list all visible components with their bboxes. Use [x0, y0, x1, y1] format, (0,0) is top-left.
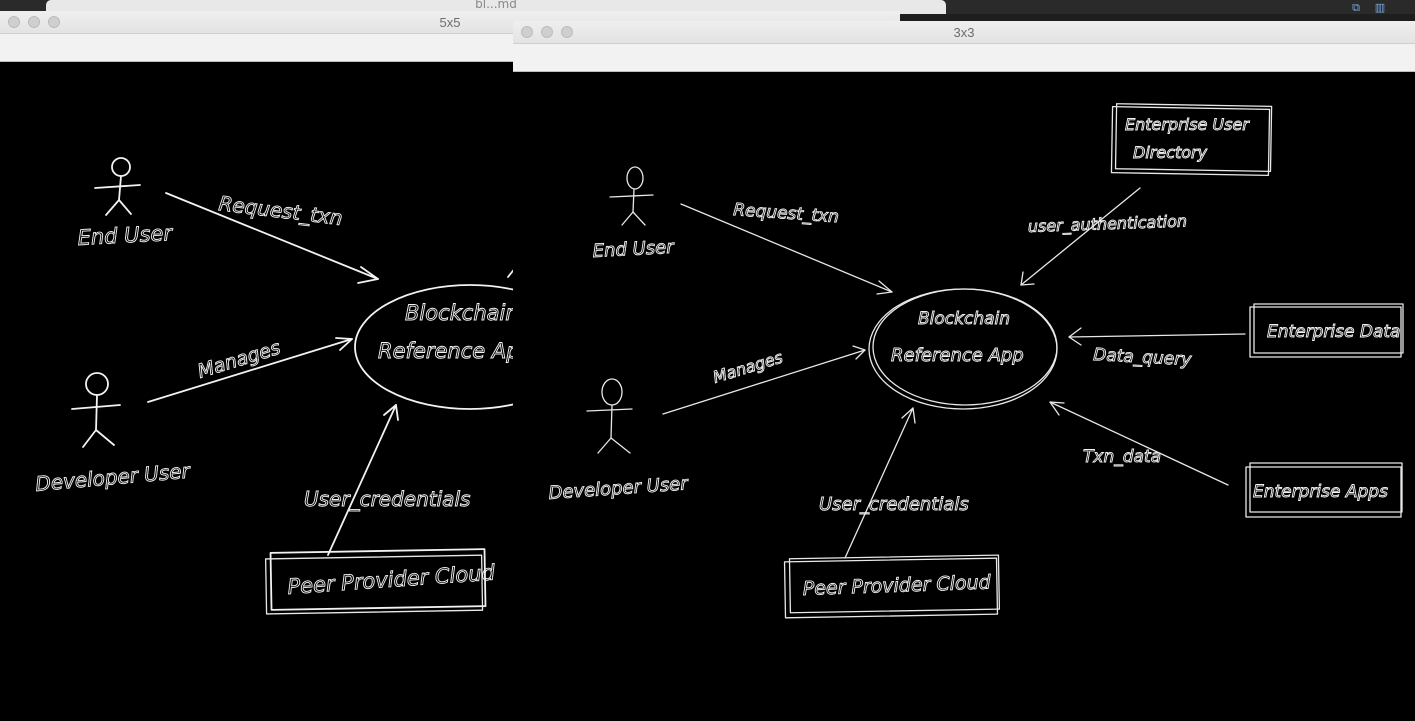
- developer-user-figure: [586, 378, 633, 454]
- enterprise-data-label: Enterprise Data: [1267, 322, 1400, 342]
- request-arrow: [680, 203, 893, 293]
- window-title: 3x3: [953, 25, 975, 40]
- credentials-arrow: [327, 404, 397, 556]
- enterprise-apps-box: [1245, 466, 1402, 518]
- title-bar[interactable]: 3x3: [513, 21, 1415, 44]
- end-user-label: End User: [77, 221, 174, 250]
- window-title: 5x5: [439, 15, 461, 30]
- user-credentials-label: User_credentials: [819, 494, 969, 515]
- close-button[interactable]: [521, 26, 533, 38]
- minimize-button[interactable]: [541, 26, 553, 38]
- enterprise-user-directory-box: [1110, 105, 1271, 177]
- minimize-button[interactable]: [28, 16, 40, 28]
- toolbar: [513, 44, 1415, 72]
- split-view-icon[interactable]: ▥: [1374, 1, 1386, 14]
- peer-provider-cloud-box: [269, 548, 487, 611]
- window-3x3[interactable]: 3x3 Enterprise User Directory user_authe…: [513, 21, 1415, 721]
- request-txn-label: Request_txn: [733, 200, 840, 227]
- manages-label: Manages: [711, 348, 785, 387]
- background-window[interactable]: bl...md: [46, 0, 946, 14]
- enterprise-apps-label: Enterprise Apps: [1253, 482, 1388, 502]
- user-authentication-label: user_authentication: [1027, 211, 1187, 237]
- developer-user-figure: [71, 372, 121, 448]
- zoom-button[interactable]: [48, 16, 60, 28]
- request-arrow: [165, 192, 379, 280]
- end-user-figure: [94, 157, 141, 216]
- peer-provider-cloud-box: [783, 557, 999, 619]
- peer-provider-cloud-label: Peer Provider Cloud: [287, 561, 497, 599]
- end-user-label: End User: [592, 237, 676, 262]
- manages-arrow: [662, 349, 866, 415]
- credentials-arrow: [844, 407, 914, 559]
- app-label-line2: Reference App: [891, 345, 1024, 366]
- data-query-label: Data_query: [1093, 345, 1193, 370]
- user-credentials-label: User_credentials: [304, 487, 470, 511]
- authentication-arrow: [1020, 187, 1141, 286]
- share-icon[interactable]: ⧉: [1352, 1, 1360, 14]
- desktop-top-bar: bl...md ⧉ ▥: [0, 0, 1415, 14]
- data-query-arrow: [1068, 333, 1246, 338]
- txn-data-label: Txn_data: [1083, 447, 1161, 467]
- app-label-line1: Blockchain: [405, 301, 519, 325]
- app-label-line2: Reference App: [378, 339, 533, 363]
- peer-provider-cloud-label: Peer Provider Cloud: [802, 571, 992, 600]
- image-canvas: Enterprise User Directory user_authentic…: [513, 72, 1415, 721]
- close-button[interactable]: [8, 16, 20, 28]
- enterprise-user-directory-line2: Directory: [1133, 143, 1208, 162]
- enterprise-data-box: [1249, 306, 1402, 358]
- txn-data-arrow: [1049, 401, 1229, 486]
- end-user-figure: [609, 166, 654, 226]
- manages-label: Manages: [195, 337, 283, 383]
- manages-arrow: [147, 338, 353, 403]
- background-window-title: bl...md: [475, 0, 517, 11]
- app-label-line1: Blockchain: [918, 309, 1010, 329]
- zoom-button[interactable]: [561, 26, 573, 38]
- developer-user-label: Developer User: [548, 473, 690, 504]
- developer-user-label: Developer User: [34, 458, 192, 496]
- enterprise-user-directory-line1: Enterprise User: [1125, 115, 1250, 134]
- request-txn-label: Request_txn: [217, 191, 343, 230]
